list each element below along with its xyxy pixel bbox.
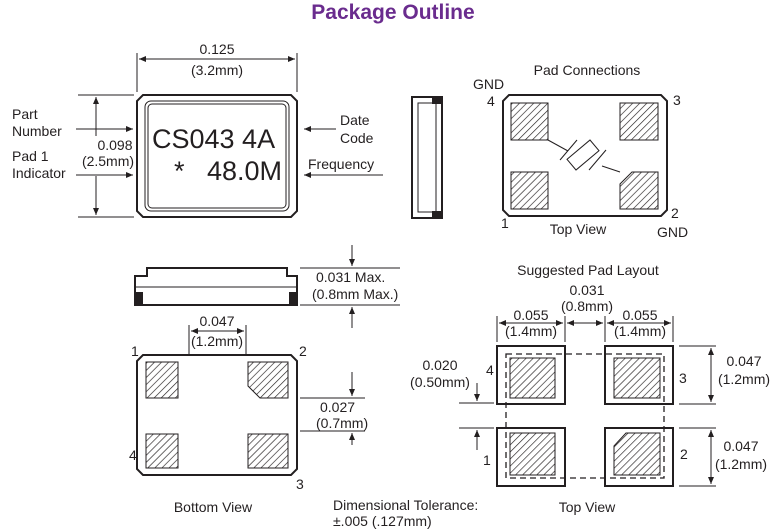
pad-connections-view-label: Top View (550, 221, 607, 237)
bottom-pad-height-mm: (0.7mm) (316, 415, 368, 431)
layout-pin-4: 4 (486, 362, 494, 378)
layout-pin-3: 3 (679, 370, 687, 386)
pin-1-label: 1 (501, 215, 509, 231)
suggested-pad-layout: Suggested Pad Layout 0.055 (1.4mm) 0.031… (410, 262, 770, 515)
pin-2-label: 2 (671, 205, 679, 221)
side-profile-view (411, 96, 443, 219)
bottom-view-label: Bottom View (174, 499, 253, 515)
bottom-pin-3: 3 (296, 476, 304, 492)
top-pad-height-mm: (1.2mm) (718, 371, 770, 387)
max-height-in: 0.031 Max. (316, 269, 385, 285)
pad-connections-view: Pad Connections GND 4 3 1 2 GND Top View (473, 62, 688, 240)
bottom-pin-4: 4 (129, 447, 137, 463)
tolerance-line-2: ±.005 (.127mm) (333, 513, 432, 529)
height-mm: (2.5mm) (82, 153, 134, 169)
right-pad-width-in: 0.055 (622, 307, 657, 323)
crystal-symbol (547, 139, 621, 173)
height-in: 0.098 (97, 137, 132, 153)
package-lid (144, 100, 290, 212)
pin-3-label: 3 (673, 92, 681, 108)
marking-frequency: 48.0M (207, 156, 282, 186)
pad-gap-in: 0.031 (569, 282, 604, 298)
pad-layout-view-label: Top View (559, 499, 616, 515)
pad-connections-title: Pad Connections (534, 62, 641, 78)
width-mm: (3.2mm) (191, 62, 243, 78)
right-pad-width-mm: (1.4mm) (614, 323, 666, 339)
date-code-label-1: Date (340, 112, 370, 128)
top-marking-view: CS043 4A * 48.0M 0.125 (3.2mm) 0.098 (2.… (12, 41, 383, 218)
bottom-pad-height-mm: (1.2mm) (715, 456, 767, 472)
pad-offset-in: 0.020 (422, 357, 457, 373)
page-title: Package Outline (311, 1, 474, 24)
pin-4-label: 4 (487, 93, 495, 109)
left-pad-width-in: 0.055 (513, 307, 548, 323)
side-height-view: 0.031 Max. (0.8mm Max.) (134, 245, 400, 328)
width-in: 0.125 (199, 41, 234, 57)
bottom-pad-height-in: 0.027 (320, 399, 355, 415)
bottom-view: 0.047 (1.2mm) 0.027 (0.7mm) 1 2 4 3 Bott… (129, 313, 368, 515)
pad-layout-title: Suggested Pad Layout (517, 262, 659, 278)
gnd-label-top: GND (473, 76, 504, 92)
package-lid-inner (147, 103, 287, 209)
max-height-mm: (0.8mm Max.) (312, 286, 398, 302)
part-number-label-2: Number (12, 123, 62, 139)
layout-pin-1: 1 (483, 452, 491, 468)
pad1-indicator-label-1: Pad 1 (12, 148, 49, 164)
part-number-label-1: Part (12, 106, 38, 122)
bottom-pad-width-in: 0.047 (199, 313, 234, 329)
left-pad-width-mm: (1.4mm) (505, 323, 557, 339)
pad-gap-mm: (0.8mm) (561, 298, 613, 314)
tolerance-line-1: Dimensional Tolerance: (333, 497, 478, 513)
bottom-pad-width-mm: (1.2mm) (191, 333, 243, 349)
pad-offset-mm: (0.50mm) (410, 374, 470, 390)
bottom-pad-height-in: 0.047 (723, 438, 758, 454)
gnd-label-bottom: GND (657, 224, 688, 240)
layout-pin-2: 2 (680, 446, 688, 462)
marking-part-number: CS043 4A (152, 124, 275, 154)
bottom-pin-2: 2 (299, 343, 307, 359)
pad1-indicator-label-2: Indicator (12, 165, 66, 181)
frequency-label: Frequency (308, 156, 374, 172)
bottom-pin-1: 1 (131, 343, 139, 359)
date-code-label-2: Code (340, 130, 374, 146)
package-body (136, 94, 298, 218)
top-pad-height-in: 0.047 (726, 353, 761, 369)
marking-pad1-star: * (174, 156, 185, 186)
